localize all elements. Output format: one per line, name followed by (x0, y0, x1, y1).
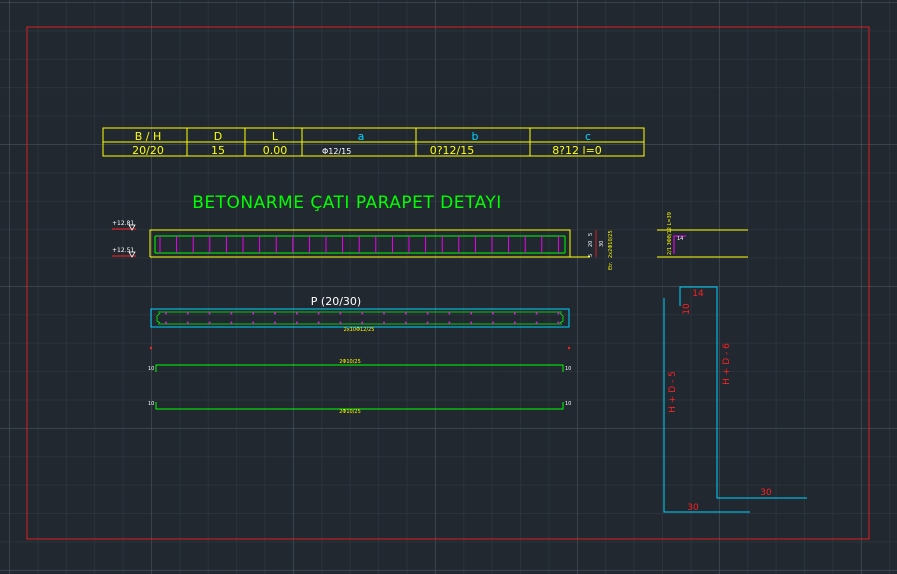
plan-rebar-dot (470, 312, 473, 315)
plan-bar-2-left-dim: 10 (148, 401, 154, 407)
plan-rebar-dot (557, 321, 560, 324)
plan-rebar-dot (470, 321, 473, 324)
elevation-view: +12.81 +12.51 5 20 5 30 2x2Φ10/25 Etr. (112, 220, 614, 270)
bent-bar-outer (663, 298, 750, 513)
plan-bar-2 (155, 402, 564, 410)
plan-bar-1-right-dim: 10 (565, 366, 571, 372)
plan-rebar-dot (513, 321, 516, 324)
side-detail-rebar-note: 2/1 3Φ8/12 L=39 (667, 212, 673, 255)
drawing-title: BETONARME ÇATI PARAPET DETAYI (192, 193, 502, 213)
plan-rebar-dot (186, 312, 189, 315)
plan-rebar-dot (557, 312, 560, 315)
plan-bar-2-label: 2Φ10/25 (339, 409, 361, 415)
bent-bar-inner (679, 286, 807, 499)
elevation-bottom-label: +12.51 (112, 247, 134, 254)
plan-rebar-dot (404, 321, 407, 324)
plan-rebar-dot (426, 321, 429, 324)
plan-rebar-dot (448, 312, 451, 315)
plan-rebar-dot (208, 312, 211, 315)
plan-bar-1-label: 2Φ10/25 (339, 359, 361, 365)
plan-rebar-dot (535, 312, 538, 315)
plan-rebar-dot (317, 312, 320, 315)
plan-rebar-dot (383, 312, 385, 315)
table-value-bh: 20/20 (132, 144, 164, 157)
table-value-a: Φ12/15 (322, 147, 351, 156)
plan-rebar-dot (317, 321, 320, 324)
plan-rebar-dot (492, 312, 494, 315)
section-dim-5b: 5 (588, 254, 594, 257)
plan-rebar-note: 2x10Φ12/25 (344, 327, 375, 333)
table-header-a: a (358, 130, 365, 143)
plan-rebar-dot (361, 321, 364, 324)
plan-bar-2-right-dim: 10 (565, 401, 571, 407)
bent-bar-detail: 14 10 H + D - 5 H + D - 6 30 30 (663, 286, 807, 513)
bent-bar-bottom-left-dim: 30 (687, 503, 699, 513)
parapet-outline (149, 229, 571, 257)
plan-rebar-dot (535, 321, 538, 324)
plan-rebar-dot (295, 312, 298, 315)
table-header-d: D (214, 130, 222, 143)
plan-rebar-dot (230, 312, 233, 315)
plan-rebar-dot (252, 312, 255, 315)
plan-hook-left (156, 312, 161, 324)
bent-bar-left-label: H + D - 5 (668, 371, 678, 413)
plan-rebar-dot (252, 321, 255, 324)
plan-hook-right (559, 312, 564, 324)
section-etr-label: Etr. (608, 261, 614, 270)
plan-rebar-dot (230, 321, 233, 324)
side-detail-dim-14: 14 (677, 236, 683, 242)
section-stirrup-note: 2x2Φ10/25 (608, 230, 614, 258)
side-detail: 2/1 3Φ8/12 L=39 14 (657, 212, 748, 258)
table-value-c: 8?12 l=0 (552, 144, 602, 157)
plan-outline (150, 308, 570, 328)
plan-rebar-dot (426, 312, 429, 315)
plan-rebar-dot (165, 321, 167, 324)
sheet-frame (26, 26, 870, 540)
plan-view: P (20/30) 2x10Φ12/25 2Φ10/25 10 10 2Φ10/… (148, 295, 571, 415)
table-value-l: 0.00 (263, 144, 288, 157)
bent-bar-bottom-right-dim: 30 (760, 488, 772, 498)
section-dim-30: 30 (599, 241, 605, 247)
elevation-top-label: +12.81 (112, 220, 134, 227)
table-value-b: 0?12/15 (430, 144, 475, 157)
plan-bar-1 (155, 364, 564, 372)
table-value-d: 15 (211, 144, 225, 157)
plan-rebar-dot (448, 321, 451, 324)
elevation-top-marker-icon (128, 224, 136, 231)
plan-rebar-dot (492, 321, 494, 324)
plan-bar-1-left-dim: 10 (148, 366, 154, 372)
plan-rebar-dot (513, 312, 516, 315)
table-header-l: L (272, 130, 279, 143)
plan-rebar-dot (165, 312, 167, 315)
table-header-c: c (585, 130, 591, 143)
rebar-table: B / H D L a b c 20/20 15 0.00 Φ12/15 0?1… (102, 127, 645, 157)
bent-bar-right-label: H + D - 6 (722, 343, 732, 385)
section-dim-5a: 5 (588, 233, 594, 236)
plan-rebar-dot (295, 321, 298, 324)
side-detail-hook (673, 235, 686, 254)
plan-rebar-dot (404, 312, 407, 315)
table-header-b: b (472, 130, 479, 143)
plan-rebar-dot (186, 321, 189, 324)
plan-rebar-dot (274, 321, 276, 324)
bent-bar-top-side-dim: 10 (682, 303, 692, 315)
plan-rebar-dots (165, 312, 560, 324)
plan-rebar-dot (274, 312, 276, 315)
plan-title: P (20/30) (311, 295, 361, 308)
stirrup-group (159, 236, 559, 253)
plan-rebar-dot (383, 321, 385, 324)
elevation-bottom-marker-icon (128, 251, 136, 258)
plan-rebar-dot (339, 321, 342, 324)
bent-bar-top-dim: 14 (692, 289, 704, 299)
table-header-bh: B / H (135, 130, 162, 143)
plan-rebar-dot (208, 321, 211, 324)
plan-rebar-dot (339, 312, 342, 315)
section-dim-20: 20 (588, 241, 594, 247)
plan-end-marker-right (567, 346, 571, 350)
plan-end-marker-left (149, 346, 153, 350)
plan-rebar-dot (361, 312, 364, 315)
